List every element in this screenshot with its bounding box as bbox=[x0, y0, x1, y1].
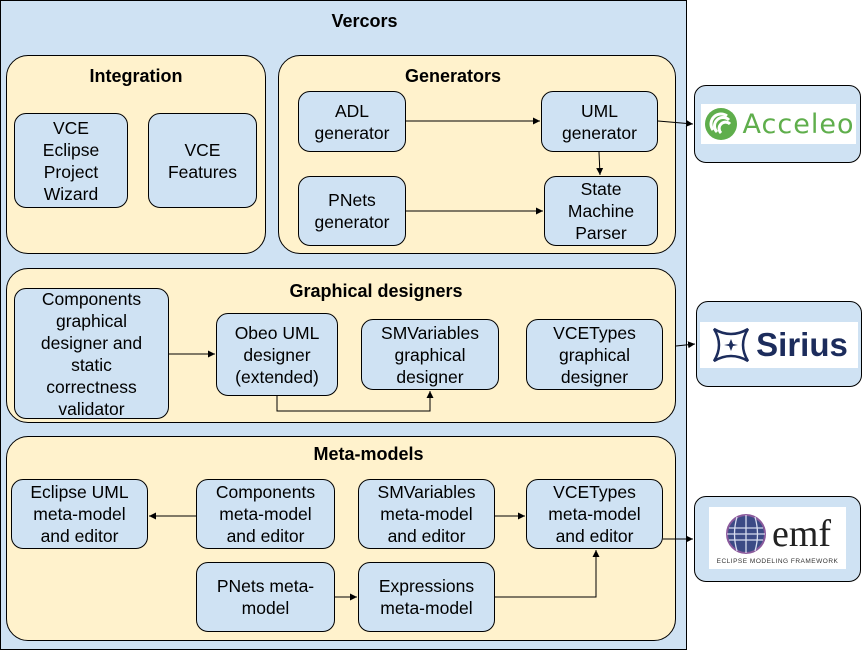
vercors-title: Vercors bbox=[331, 11, 398, 31]
graphical-designers-title: Graphical designers bbox=[289, 281, 463, 301]
emf-subtitle: ECLIPSE MODELING FRAMEWORK bbox=[716, 557, 839, 565]
components-graphical-designer: Components graphical designer and static… bbox=[14, 288, 169, 419]
expressions-metamodel: Expressions meta-model bbox=[358, 562, 495, 632]
vcetypes-metamodel: VCETypes meta-model and editor bbox=[526, 479, 663, 549]
arrow-graphical-to-sirius bbox=[675, 341, 696, 349]
arrow-uml-to-acceleo bbox=[657, 119, 694, 127]
acceleo-icon bbox=[704, 108, 737, 140]
emf-logo: emf ECLIPSE MODELING FRAMEWORK bbox=[709, 507, 846, 569]
smvariables-graphical-designer: SMVariables graphical designer bbox=[361, 319, 499, 390]
integration-title: Integration bbox=[89, 66, 183, 86]
sirius-label: Sirius bbox=[756, 326, 848, 363]
sirius-star-icon bbox=[713, 327, 750, 363]
arrow-uml-to-state-machine bbox=[596, 151, 604, 176]
pnets-metamodel: PNets meta- model bbox=[196, 562, 335, 632]
emf-logo-row: emf bbox=[724, 512, 831, 556]
acceleo-logo: Acceleo bbox=[701, 104, 856, 144]
smvariables-metamodel: SMVariables meta-model and editor bbox=[358, 479, 495, 549]
emf-globe-icon bbox=[725, 513, 766, 554]
pnets-generator: PNets generator bbox=[298, 176, 406, 246]
vce-features: VCE Features bbox=[148, 113, 257, 208]
emf-label: emf bbox=[771, 512, 832, 555]
state-machine-parser: State Machine Parser bbox=[544, 176, 658, 246]
acceleo-label: Acceleo bbox=[742, 108, 855, 140]
components-metamodel: Components meta-model and editor bbox=[196, 479, 335, 549]
uml-generator: UML generator bbox=[541, 91, 658, 152]
generators-title: Generators bbox=[404, 66, 502, 86]
meta-models-title: Meta-models bbox=[313, 444, 424, 464]
adl-generator: ADL generator bbox=[298, 91, 406, 152]
arrow-expressions-to-vcetypes bbox=[495, 550, 600, 598]
arrow-obeo-to-smvariables bbox=[276, 391, 434, 412]
eclipse-uml-metamodel: Eclipse UML meta-model and editor bbox=[11, 479, 148, 549]
obeo-uml-designer: Obeo UML designer (extended) bbox=[216, 313, 338, 396]
vcetypes-graphical-designer: VCETypes graphical designer bbox=[526, 319, 663, 390]
sirius-logo: Sirius bbox=[700, 322, 858, 368]
vce-eclipse-project-wizard: VCE Eclipse Project Wizard bbox=[14, 113, 128, 208]
